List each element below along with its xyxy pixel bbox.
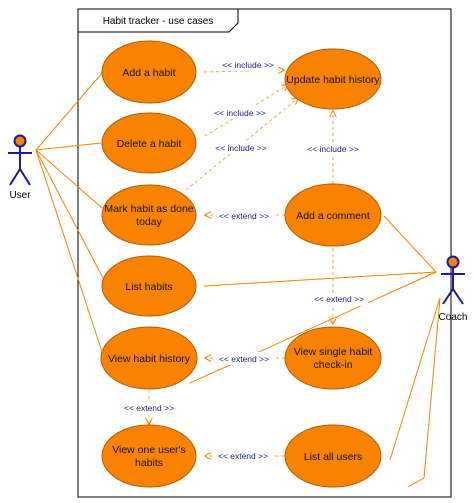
include-label: << include >> [307, 144, 359, 154]
use-case-list-habits[interactable]: List habits [101, 255, 197, 317]
include-label: << include >> [214, 108, 266, 118]
svg-text:check-in: check-in [313, 359, 352, 371]
coach-actor-icon [441, 255, 465, 305]
svg-text:List all users: List all users [304, 451, 362, 463]
svg-text:Update habit history: Update habit history [286, 74, 380, 86]
extend-label: << extend >> [219, 211, 269, 221]
svg-text:Mark habit as done: Mark habit as done [104, 203, 193, 215]
coach-label: Coach [439, 312, 468, 323]
relation-labels: << include >> << include >> << include >… [120, 58, 368, 463]
svg-text:today: today [136, 216, 162, 228]
extend-label: << extend >> [314, 294, 364, 304]
svg-text:List habits: List habits [125, 281, 172, 293]
extend-label: << extend >> [219, 354, 269, 364]
svg-text:Add a comment: Add a comment [296, 210, 370, 222]
use-case-list-all-users[interactable]: List all users [284, 424, 382, 488]
use-case-view-single-check-in[interactable]: View single habit check-in [284, 326, 382, 390]
include-label: << include >> [215, 143, 267, 153]
use-case-delete-habit[interactable]: Delete a habit [101, 112, 197, 174]
user-label: User [9, 190, 31, 201]
user-associations [35, 71, 105, 353]
system-boundary: Habit tracker - use cases [77, 8, 452, 498]
system-title: Habit tracker - use cases [103, 16, 214, 27]
extend-label: << extend >> [124, 403, 174, 413]
actor-user[interactable]: User [8, 134, 32, 202]
user-actor-icon [8, 134, 32, 186]
use-case-add-comment[interactable]: Add a comment [284, 183, 382, 247]
use-case-add-habit[interactable]: Add a habit [101, 40, 197, 104]
svg-text:Add a habit: Add a habit [122, 67, 175, 79]
use-case-view-one-user-habits[interactable]: View one user's habits [101, 424, 197, 488]
use-case-view-habit-history[interactable]: View habit history [100, 326, 198, 390]
svg-text:View habit history: View habit history [108, 353, 191, 365]
use-case-mark-habit-done[interactable]: Mark habit as done today [101, 184, 197, 246]
svg-text:habits: habits [135, 457, 163, 469]
svg-text:View single habit: View single habit [294, 346, 373, 358]
extend-label: << extend >> [218, 451, 268, 461]
svg-text:View one user's: View one user's [112, 444, 186, 456]
actor-coach[interactable]: Coach [439, 255, 468, 324]
svg-text:Delete a habit: Delete a habit [117, 138, 182, 150]
include-label: << include >> [222, 60, 274, 70]
use-case-update-habit-history[interactable]: Update habit history [284, 48, 382, 110]
